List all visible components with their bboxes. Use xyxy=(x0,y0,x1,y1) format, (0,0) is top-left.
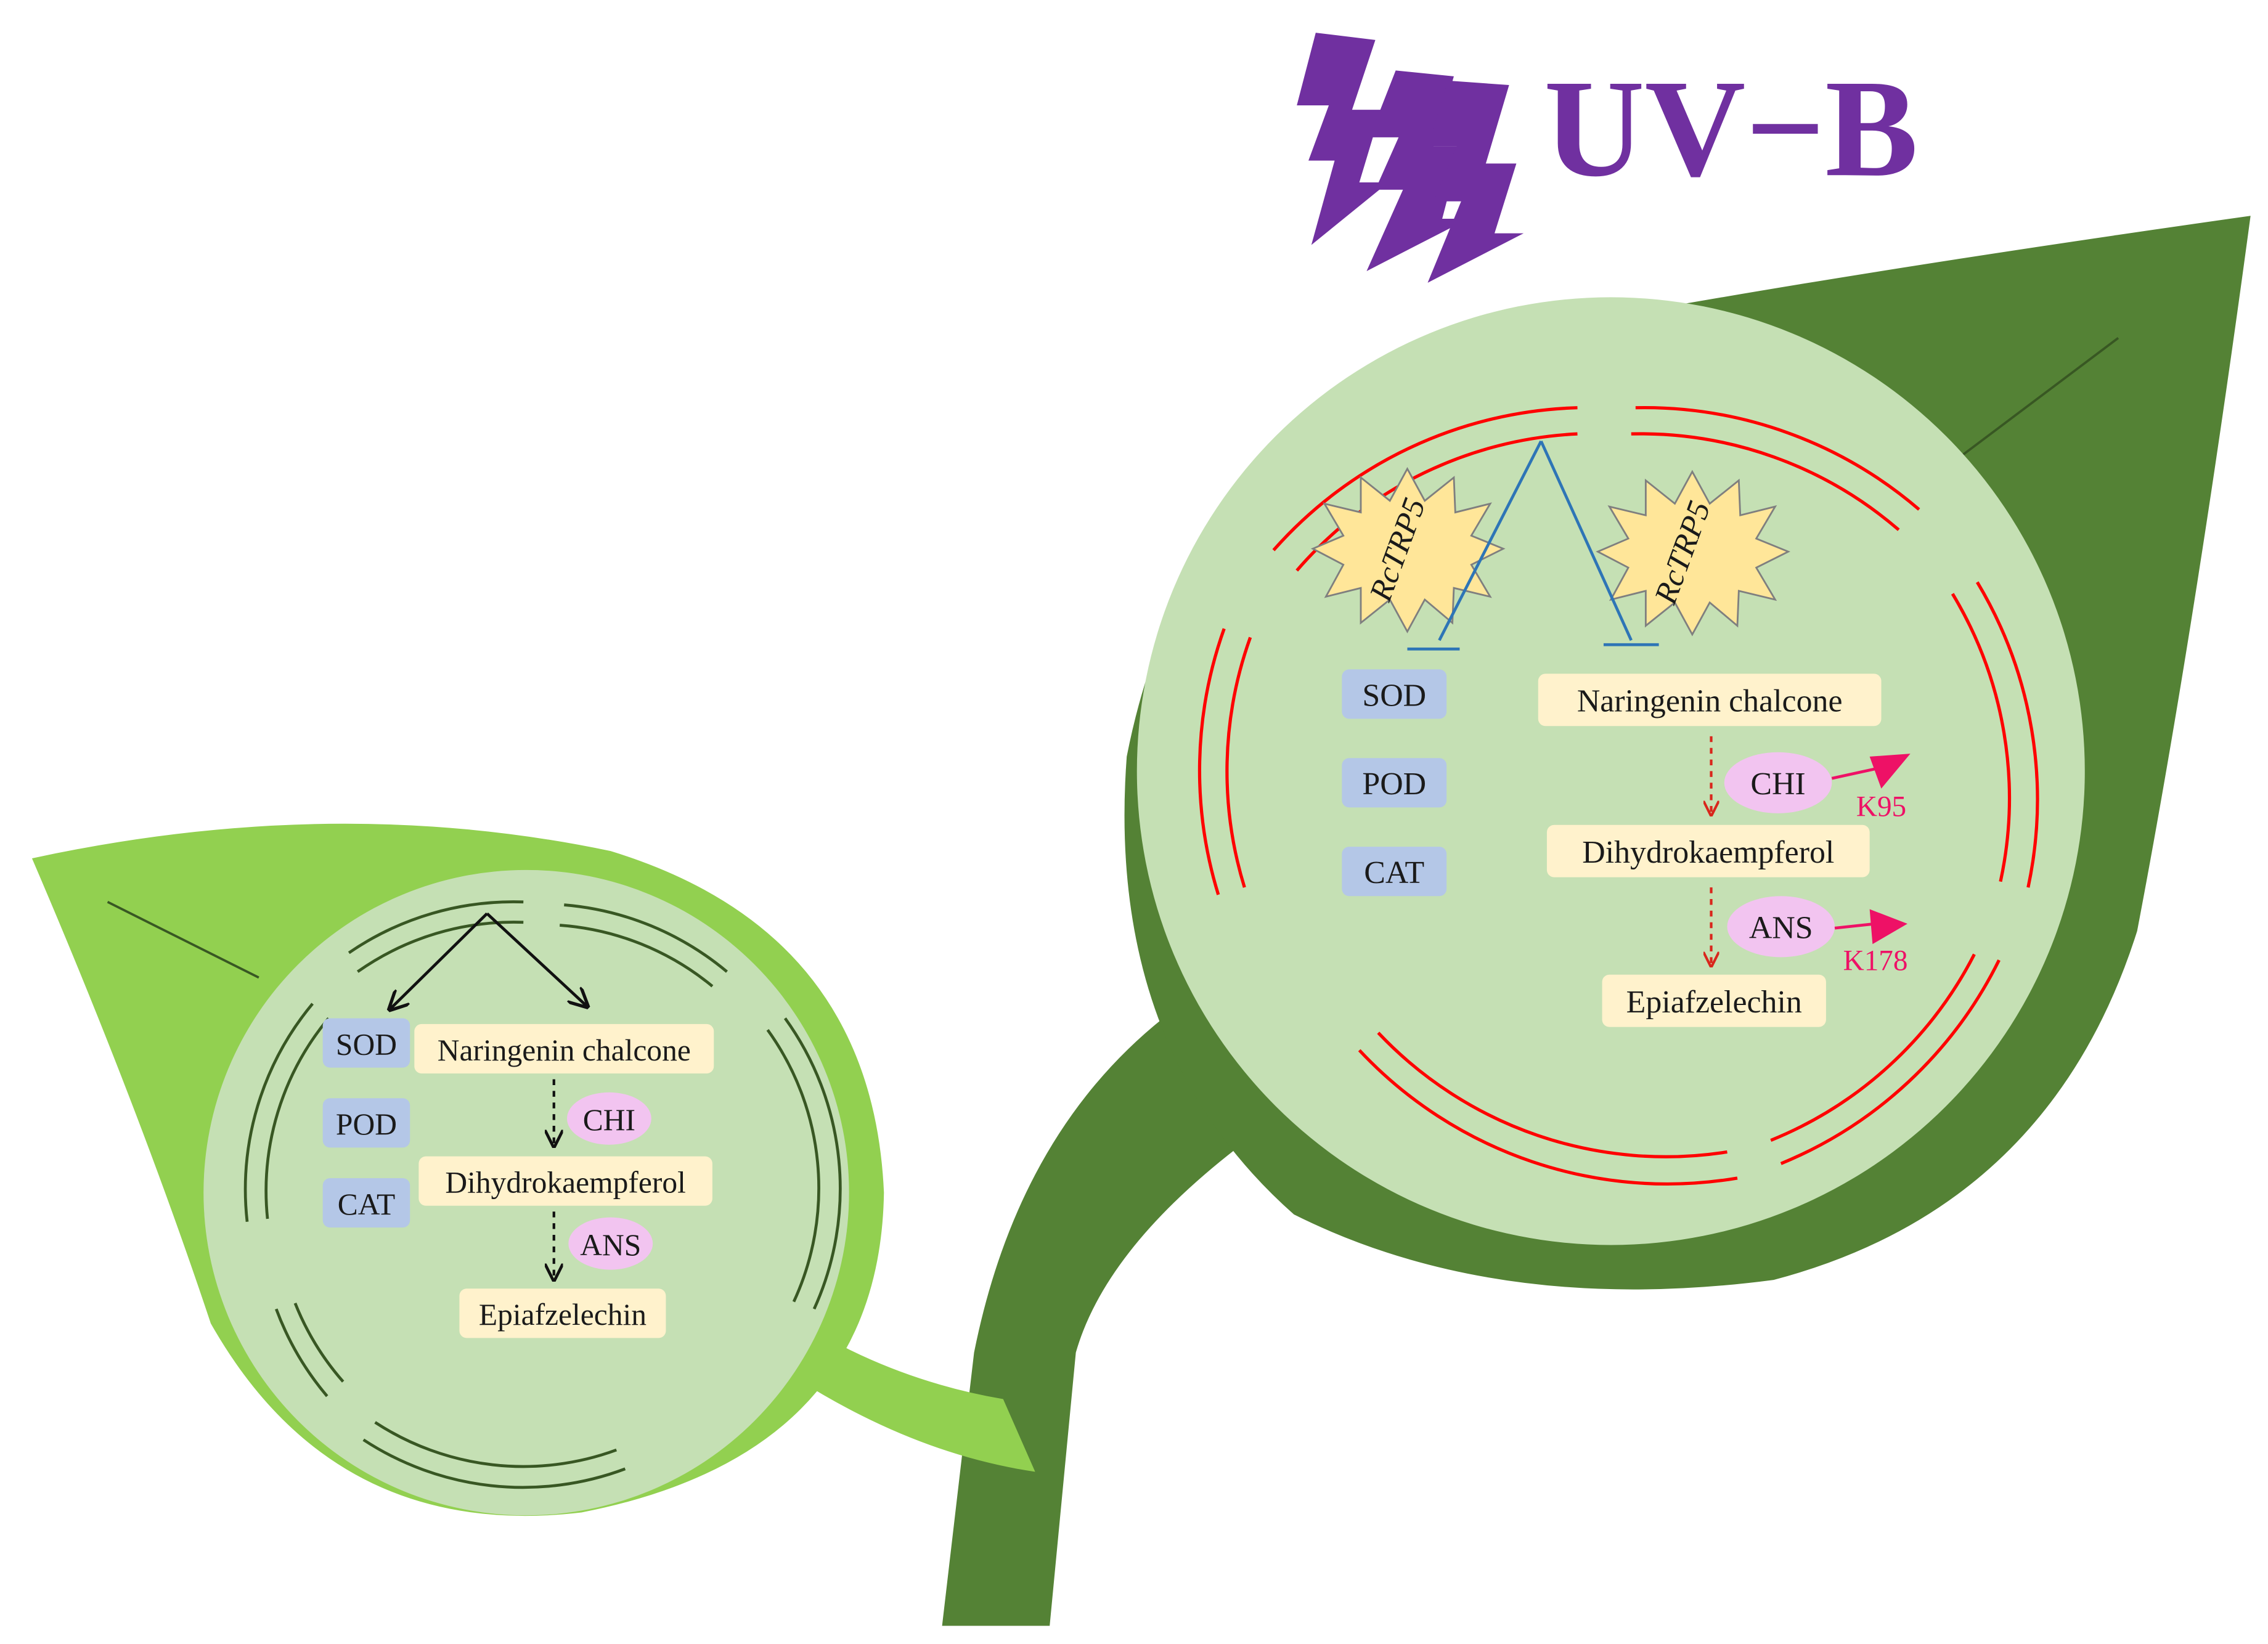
control-enzyme-cat: CAT xyxy=(338,1187,396,1221)
site-k95-arrow xyxy=(1831,754,1911,789)
control-metabolite-naringenin: Naringenin chalcone xyxy=(438,1033,691,1067)
control-cell-membrane xyxy=(243,900,842,1489)
treated-enzyme-pod: POD xyxy=(1362,767,1426,802)
petiole xyxy=(796,1330,1035,1472)
treated-cell-membrane xyxy=(1197,405,2039,1186)
control-signal-arrow-left xyxy=(390,912,488,1010)
treated-catalyst-ans: ANS xyxy=(1749,911,1813,946)
rctrp5-inhibition xyxy=(1407,440,1659,651)
control-enzyme-cat-box xyxy=(322,1178,410,1228)
control-catalyst-chi: CHI xyxy=(583,1103,635,1137)
control-metabolite-dihydrokaempferol: Dihydrokaempferol xyxy=(445,1166,686,1200)
treated-metabolite-dihydrokaempferol-box xyxy=(1546,824,1870,877)
treated-metabolite-naringenin-box xyxy=(1538,673,1882,726)
control-enzyme-sod: SOD xyxy=(336,1027,397,1061)
treated-metabolite-epiafzelechin-box xyxy=(1602,974,1826,1027)
site-k95-label: K95 xyxy=(1856,791,1906,823)
control-metabolite-epiafzelechin: Epiafzelechin xyxy=(479,1298,647,1332)
control-leaf-vein xyxy=(107,901,259,979)
main-stem xyxy=(942,1018,1236,1626)
rctrp5-left-burst xyxy=(1310,466,1506,633)
treated-catalyst-ans-node xyxy=(1727,896,1835,958)
treated-catalyst-chi: CHI xyxy=(1750,767,1805,802)
control-metabolite-naringenin-box xyxy=(414,1023,714,1074)
treated-catalyst-chi-node xyxy=(1724,752,1832,813)
control-enzyme-pod: POD xyxy=(336,1107,397,1141)
control-catalyst-chi-node xyxy=(567,1092,651,1145)
uvb-label: UV−B xyxy=(1544,51,1918,205)
treated-enzyme-pod-box xyxy=(1342,758,1447,808)
treated-metabolite-epiafzelechin: Epiafzelechin xyxy=(1626,985,1802,1020)
treated-enzyme-cat-box xyxy=(1342,847,1447,897)
treated-leaf-vein xyxy=(1947,336,2119,467)
treated-metabolite-naringenin: Naringenin chalcone xyxy=(1577,684,1843,719)
lightning-bolt-icon xyxy=(1297,33,1524,283)
rctrp5-right-burst xyxy=(1596,470,1790,637)
treated-enzyme-sod-box xyxy=(1342,669,1447,719)
control-enzyme-sod-box xyxy=(322,1018,410,1068)
site-k178-arrow xyxy=(1834,909,1907,945)
treated-enzyme-sod: SOD xyxy=(1362,678,1426,713)
control-enzyme-pod-box xyxy=(322,1098,410,1148)
control-signal-arrow-right xyxy=(486,912,587,1007)
treated-cell xyxy=(1136,297,2085,1245)
treated-metabolite-dihydrokaempferol: Dihydrokaempferol xyxy=(1582,835,1834,870)
control-catalyst-ans: ANS xyxy=(580,1228,641,1262)
control-metabolite-epiafzelechin-box xyxy=(459,1288,666,1338)
treated-enzyme-cat: CAT xyxy=(1364,855,1424,890)
control-catalyst-ans-node xyxy=(568,1217,653,1270)
site-k178-label: K178 xyxy=(1843,945,1908,977)
control-metabolite-dihydrokaempferol-box xyxy=(418,1156,712,1206)
